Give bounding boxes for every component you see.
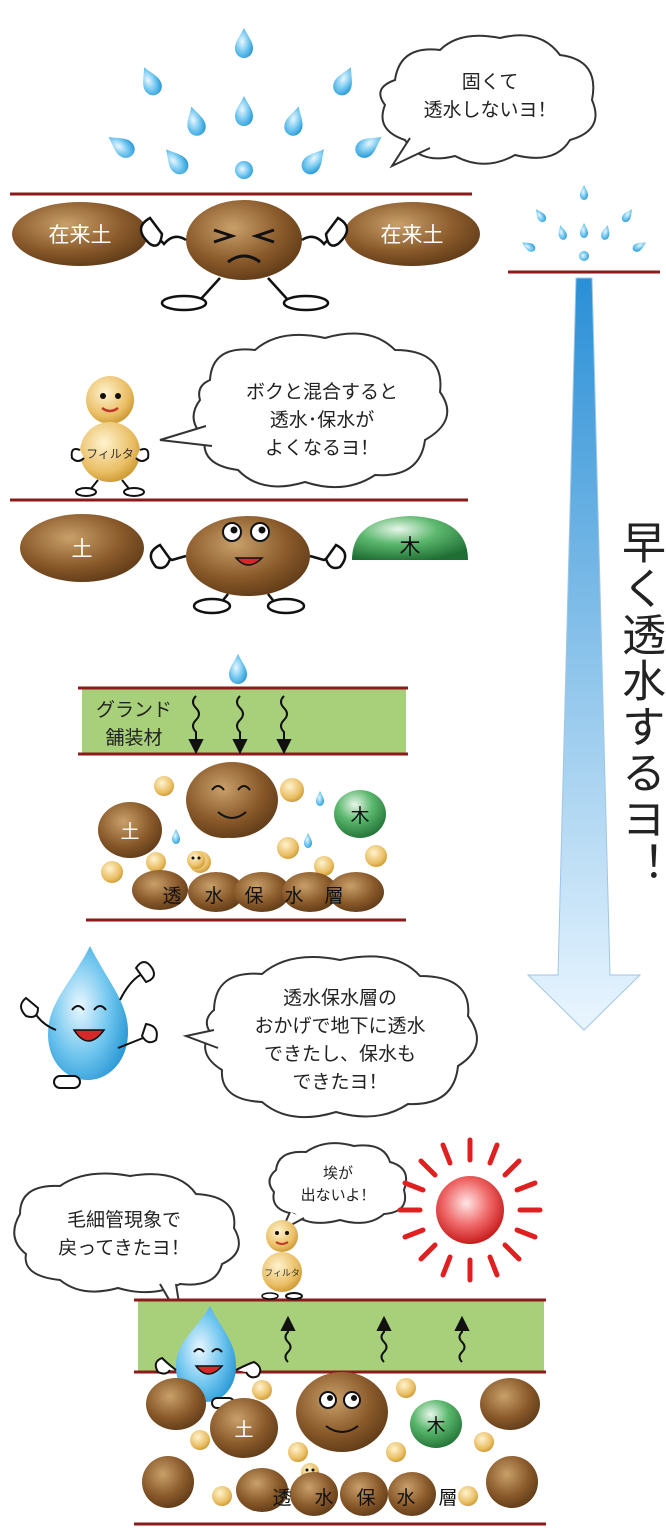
scene5-up-arrows bbox=[280, 1315, 470, 1363]
vertical-caption: 早く透水するヨ！ bbox=[614, 520, 665, 888]
scene3-pavement-text-1: グランド bbox=[96, 699, 172, 721]
scene2-wood-right-label: 木 bbox=[400, 535, 421, 559]
scene3-wood-label: 木 bbox=[350, 805, 369, 827]
scene2-soil-character bbox=[149, 516, 347, 615]
scene5-layer-char-5: 層 bbox=[438, 1487, 457, 1509]
scene3-layer: 土 木 透 水 保 水 層 bbox=[98, 762, 387, 912]
scene1-bubble-text-1: 固くて bbox=[462, 71, 518, 93]
scene5-layer-char-4: 水 bbox=[396, 1487, 415, 1509]
scene5-layer-char-2: 水 bbox=[314, 1487, 333, 1509]
scene5-soil-label: 土 bbox=[234, 1419, 253, 1441]
scene5-filter-character: フィルタ bbox=[261, 1220, 303, 1300]
scene1-bubble-text-2: 透水しないヨ！ bbox=[423, 99, 556, 121]
side-down-arrow bbox=[526, 277, 642, 1031]
scene5-layer: 土 木 透 水 保 水 層 bbox=[142, 1372, 540, 1516]
scene3-layer-char-2: 水 bbox=[204, 885, 223, 907]
scene2-soil-left: 土 bbox=[20, 514, 144, 582]
scene2-filter-character: フィルタ bbox=[70, 376, 150, 497]
scene1-soil-left-label: 在来土 bbox=[49, 223, 112, 247]
scene4-bubble-text-2: おかげで地下に透水 bbox=[254, 1015, 425, 1037]
scene3-soil-label: 土 bbox=[120, 821, 139, 843]
scene2-bubble-text-3: よくなるヨ！ bbox=[265, 437, 379, 459]
scene5-bubble-small-text-2: 出ないよ！ bbox=[301, 1186, 376, 1204]
scene3-layer-char-5: 層 bbox=[324, 885, 343, 907]
scene1-rain-splash bbox=[103, 28, 387, 179]
scene3-layer-char-3: 保 bbox=[244, 885, 263, 907]
scene5-filter-label: フィルタ bbox=[264, 1268, 300, 1279]
scene1-soil-right-label: 在来土 bbox=[381, 223, 444, 247]
scene3-layer-char-1: 透 bbox=[162, 885, 181, 907]
scene2-filter-label: フィルタ bbox=[86, 447, 134, 461]
scene3-drop bbox=[229, 654, 247, 684]
scene5-sun bbox=[397, 1137, 543, 1283]
scene5-layer-char-3: 保 bbox=[356, 1487, 375, 1509]
scene1-bubble: 固くて 透水しないヨ！ bbox=[379, 34, 597, 169]
scene2-wood-right: 木 bbox=[352, 516, 468, 560]
scene3-pavement-text-2: 舗装材 bbox=[105, 727, 162, 749]
scene5-bubble-left-text-2: 戻ってきたヨ！ bbox=[58, 1237, 189, 1259]
scene1-soil-right: 在来土 bbox=[344, 202, 480, 266]
scene5-bubble-left-text-1: 毛細管現象で bbox=[67, 1209, 181, 1231]
scene3-flow-arrows bbox=[188, 695, 292, 755]
scene5-bubble-small-text-1: 埃が bbox=[323, 1164, 353, 1182]
scene5-bubble-small: 埃が 出ないよ！ bbox=[268, 1142, 408, 1233]
scene5-bubble-left: 毛細管現象で 戻ってきたヨ！ bbox=[13, 1172, 240, 1323]
scene2-bubble-text-2: 透水･保水が bbox=[270, 409, 375, 431]
scene2-bubble-text-1: ボクと混合すると bbox=[246, 381, 398, 403]
scene1-soil-character bbox=[139, 200, 349, 312]
scene4-bubble-text-3: できたし、保水も bbox=[264, 1043, 416, 1065]
scene4-drop-character bbox=[20, 946, 158, 1089]
scene5-wood-label: 木 bbox=[426, 1415, 445, 1437]
scene5-layer-char-1: 透 bbox=[272, 1487, 291, 1509]
scene2-soil-left-label: 土 bbox=[72, 537, 93, 561]
scene4-bubble-text-1: 透水保水層の bbox=[283, 987, 397, 1009]
scene4-bubble: 透水保水層の おかげで地下に透水 できたし、保水も できたヨ！ bbox=[182, 955, 478, 1119]
scene3-layer-char-4: 水 bbox=[284, 885, 303, 907]
scene4-bubble-text-4: できたヨ！ bbox=[292, 1071, 387, 1093]
scene2-bubble: ボクと混合すると 透水･保水が よくなるヨ！ bbox=[159, 332, 449, 489]
side-splash bbox=[519, 185, 649, 261]
scene1-soil-left: 在来土 bbox=[12, 202, 148, 266]
